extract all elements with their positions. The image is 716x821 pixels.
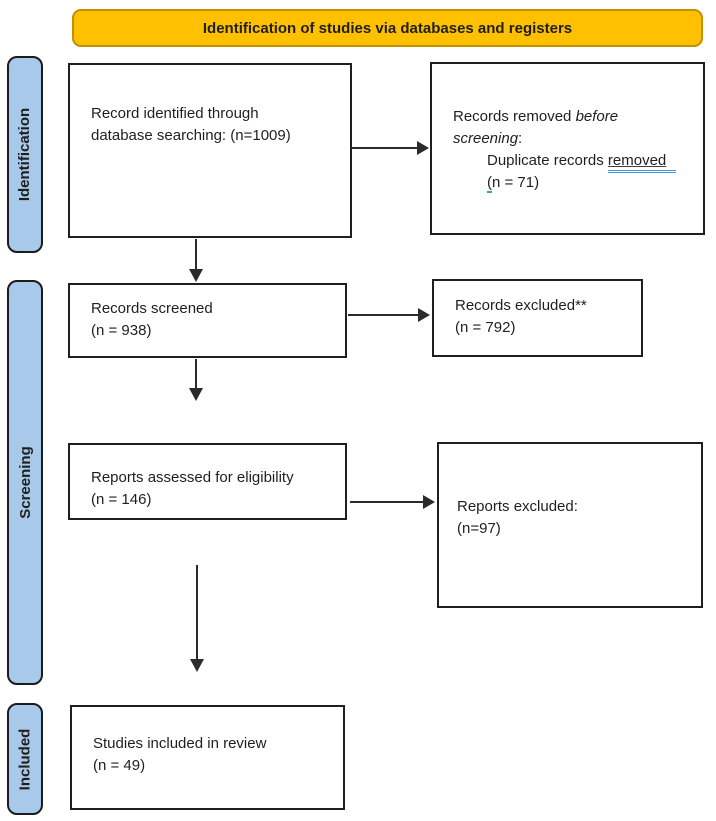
stage-label-screening: Screening	[7, 280, 43, 685]
reports-assessed-line2: (n = 146)	[91, 491, 152, 508]
arrow-down-icon	[189, 269, 203, 282]
records-excluded-line1: Records excluded**	[455, 297, 587, 314]
box-reports-assessed: Reports assessed for eligibility (n = 14…	[68, 443, 347, 520]
grammar-marked-word: removed	[607, 152, 677, 173]
stage-label-included: Included	[7, 703, 43, 815]
arrow-right-icon	[418, 308, 430, 322]
reports-excluded-line2: (n=97)	[457, 520, 501, 537]
records-screened-line2: (n = 938)	[91, 322, 152, 339]
banner-title: Identification of studies via databases …	[72, 9, 703, 47]
arrow-line	[196, 565, 198, 660]
records-removed-item: Duplicate records removed	[453, 150, 693, 173]
banner-title-text: Identification of studies via databases …	[202, 19, 573, 37]
arrow-line	[348, 314, 420, 316]
box-records-excluded: Records excluded** (n = 792)	[432, 279, 643, 357]
box-reports-excluded: Reports excluded: (n=97)	[437, 442, 703, 608]
arrow-line	[195, 239, 197, 271]
arrow-right-icon	[417, 141, 429, 155]
records-removed-count: (n = 71)	[487, 174, 540, 193]
records-identified-line2: database searching: (n=1009)	[91, 127, 291, 144]
box-studies-included: Studies included in review (n = 49)	[70, 705, 345, 810]
records-removed-line1: Records removed before	[453, 108, 619, 125]
arrow-line	[195, 359, 197, 389]
reports-excluded-line1: Reports excluded:	[457, 498, 578, 515]
stage-label-screening-text: Screening	[16, 446, 34, 519]
studies-included-line2: (n = 49)	[93, 757, 146, 774]
box-records-identified: Record identified through database searc…	[68, 63, 352, 238]
grammar-marked-paren: (	[487, 174, 492, 193]
stage-label-identification-text: Identification	[16, 107, 34, 202]
stage-label-identification: Identification	[7, 56, 43, 253]
box-records-screened: Records screened (n = 938)	[68, 283, 347, 358]
stage-label-included-text: Included	[16, 728, 34, 790]
studies-included-line1: Studies included in review	[93, 735, 267, 752]
records-excluded-line2: (n = 792)	[455, 319, 516, 336]
arrow-down-icon	[189, 388, 203, 401]
records-identified-line1: Record identified through	[91, 105, 259, 122]
records-removed-line2: screening:	[453, 130, 523, 147]
records-screened-line1: Records screened	[91, 300, 213, 317]
arrow-right-icon	[423, 495, 435, 509]
reports-assessed-line1: Reports assessed for eligibility	[91, 469, 294, 486]
arrow-down-icon	[190, 659, 204, 672]
arrow-line	[351, 147, 419, 149]
box-records-removed: Records removed before screening: Duplic…	[430, 62, 705, 235]
arrow-line	[350, 501, 425, 503]
